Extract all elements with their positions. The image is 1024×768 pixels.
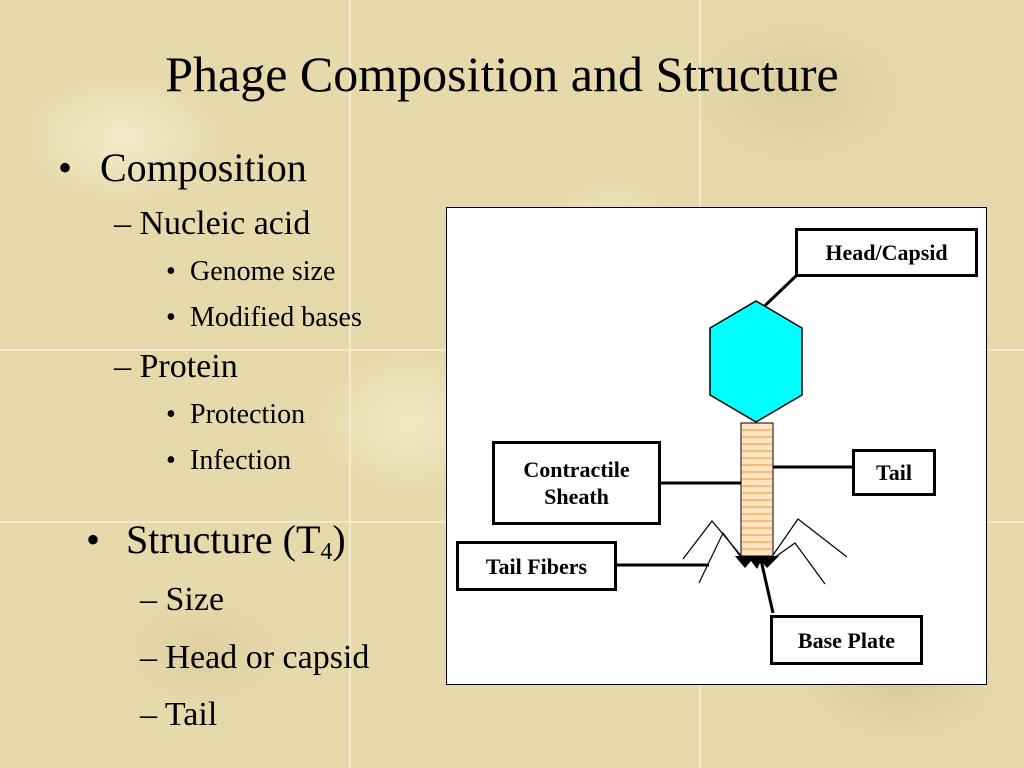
- bullet-marker: •: [166, 302, 176, 333]
- phage-drawing: [615, 273, 854, 614]
- item-genome-size-label: Genome size: [190, 256, 336, 287]
- item-infection: • Infection: [166, 444, 291, 478]
- phage-diagram: Head/Capsid Tail Contractile Sheath Tail…: [446, 207, 987, 685]
- tail-fibers-label: Tail Fibers: [456, 541, 617, 591]
- bullet-marker: •: [166, 445, 176, 476]
- dash-marker: –: [114, 205, 131, 242]
- tail-fibers-shape: [682, 518, 848, 585]
- bullet-marker: •: [86, 517, 101, 562]
- bullet-structure-label: Structure (T: [126, 517, 321, 562]
- bullet-marker: •: [166, 256, 176, 287]
- item-modified-bases: • Modified bases: [166, 301, 362, 335]
- sub-bullet-protein-label: Protein: [139, 348, 238, 385]
- base-plate-label: Base Plate: [770, 615, 923, 665]
- bullet-composition-label: Composition: [100, 145, 307, 190]
- bullet-marker: •: [166, 399, 176, 430]
- sub-bullet-tail: – Tail: [140, 695, 217, 735]
- dash-marker: –: [114, 348, 131, 385]
- item-modified-bases-label: Modified bases: [190, 302, 362, 333]
- dash-marker: –: [140, 581, 157, 618]
- dash-marker: –: [140, 696, 157, 733]
- bullet-structure: • Structure (T4): [86, 517, 346, 565]
- contractile-sheath-label-line2: Sheath: [544, 484, 609, 509]
- sheath-shape: [740, 422, 774, 557]
- item-protection-label: Protection: [190, 399, 306, 430]
- baseplate-leader-line: [759, 559, 775, 614]
- sub-bullet-nucleic-acid: – Nucleic acid: [114, 204, 310, 244]
- bullet-structure-subscript: 4: [320, 539, 333, 565]
- dash-marker: –: [140, 639, 157, 676]
- bullet-composition: • Composition: [58, 145, 307, 191]
- sub-bullet-head-label: Head or capsid: [165, 639, 370, 676]
- capsid-shape: [709, 300, 803, 423]
- contractile-sheath-label-line1: Contractile: [523, 457, 630, 482]
- sub-bullet-head: – Head or capsid: [140, 638, 369, 678]
- item-infection-label: Infection: [190, 445, 292, 476]
- sub-bullet-protein: – Protein: [114, 347, 238, 387]
- sub-bullet-size: – Size: [140, 580, 224, 620]
- base-plate-shape: [735, 556, 779, 569]
- item-genome-size: • Genome size: [166, 255, 335, 289]
- sub-bullet-tail-label: Tail: [164, 696, 218, 733]
- sub-bullet-nucleic-acid-label: Nucleic acid: [139, 205, 311, 242]
- contractile-sheath-label: Contractile Sheath: [492, 441, 661, 525]
- bullet-marker: •: [58, 145, 73, 190]
- sheath-stripes: [742, 429, 772, 550]
- head-capsid-label: Head/Capsid: [795, 228, 978, 277]
- sub-bullet-size-label: Size: [165, 581, 225, 618]
- tail-label: Tail: [852, 449, 936, 496]
- bullet-structure-suffix: ): [332, 517, 346, 562]
- item-protection: • Protection: [166, 398, 305, 432]
- slide-title: Phage Composition and Structure: [165, 46, 839, 102]
